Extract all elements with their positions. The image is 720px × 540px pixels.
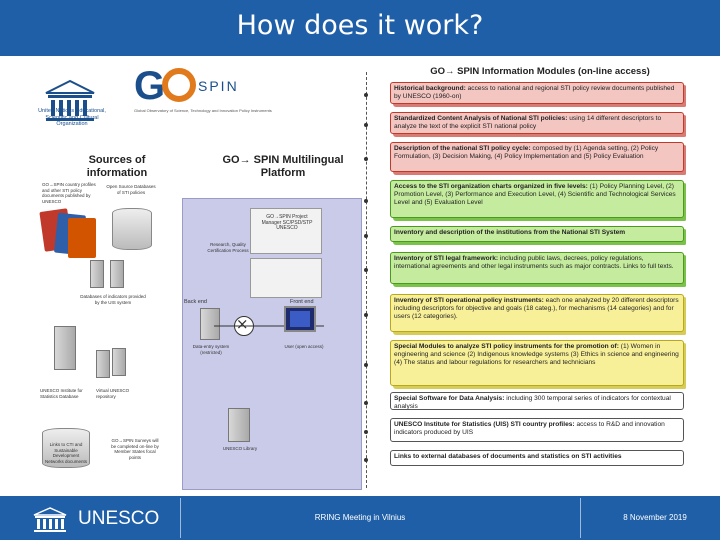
module-title: Description of the national STI policy c… xyxy=(394,145,531,152)
module-box: UNESCO Institute for Statistics (UIS) ST… xyxy=(390,418,684,442)
connector-dot xyxy=(364,458,368,462)
server-icon xyxy=(112,348,126,376)
footer-bar xyxy=(0,496,720,540)
server-icon xyxy=(90,260,104,288)
module-title: Inventory of STI legal framework: xyxy=(394,255,499,262)
project-manager-box: GO→SPIN Project Manager SC/PSD/STP UNESC… xyxy=(250,208,322,254)
module-text: composed by (1) Agenda setting, (2) Poli… xyxy=(394,145,659,160)
connector-dot xyxy=(364,401,368,405)
gospin-subtitle: Global Observatory of Science, Technolog… xyxy=(134,108,272,113)
server-icon xyxy=(110,260,124,288)
monitor-screen xyxy=(290,311,310,327)
module-text: including public laws, decrees, policy r… xyxy=(394,255,674,270)
unesco-footer-logo xyxy=(33,507,67,532)
process-label: Research, Quality Certification Process xyxy=(207,242,249,253)
slide-title: How does it work? xyxy=(236,10,484,41)
repository-label: Virtual UNESCO repository xyxy=(96,388,130,399)
server-icon xyxy=(96,350,110,378)
platform-box xyxy=(182,198,362,490)
module-text: using 14 different descriptors to analyz… xyxy=(394,115,662,130)
module-text: access to national and regional STI poli… xyxy=(394,85,675,100)
module-text: (1) Policy Planning Level, (2) Promotion… xyxy=(394,183,676,206)
connector-dot xyxy=(364,268,368,272)
title-bar xyxy=(0,0,720,56)
module-box: Special Software for Data Analysis: incl… xyxy=(390,392,684,410)
user-label: User (open access) xyxy=(284,344,324,349)
hierarchy-box xyxy=(250,258,322,298)
gospin-logo-o xyxy=(162,68,196,102)
uis-server-icon xyxy=(54,326,76,370)
footer-brand: UNESCO xyxy=(78,508,160,529)
connector-dot xyxy=(364,199,368,203)
manager-label: GO→SPIN Project Manager SC/PSD/STP UNESC… xyxy=(261,214,313,231)
module-box: Links to external databases of documents… xyxy=(390,450,684,466)
links-label: Links to CTI and Sustainable Development… xyxy=(44,442,88,464)
module-text: including 300 temporal series of indicat… xyxy=(394,395,671,410)
module-box: Access to the STI organization charts or… xyxy=(390,180,684,218)
module-title: Special Modules to analyze STI policy in… xyxy=(394,343,619,350)
backend-server-icon xyxy=(200,308,220,340)
modules-panel: GO→ SPIN Information Modules (on-line ac… xyxy=(364,58,684,496)
footer-date: 8 November 2019 xyxy=(623,513,687,522)
platform-title: GO→ SPIN Multilingual Platform xyxy=(222,154,344,179)
module-title: Special Software for Data Analysis: xyxy=(394,395,505,402)
books-label: GO→SPIN country profiles and other STI p… xyxy=(42,182,96,204)
unesco-logo-text: United Nations Educational, Scientific a… xyxy=(38,108,106,127)
footer-divider xyxy=(580,498,581,538)
connector-dot xyxy=(364,93,368,97)
module-box: Description of the national STI policy c… xyxy=(390,142,684,172)
module-box: Inventory of STI legal framework: includ… xyxy=(390,252,684,284)
database-icon xyxy=(112,208,152,250)
gospin-logo-spin: SPIN xyxy=(198,78,239,94)
surveys-label: GO→SPIN Surveys will be completed on-lin… xyxy=(111,438,159,460)
module-title: Access to the STI organization charts or… xyxy=(394,183,588,190)
module-box: Inventory and description of the institu… xyxy=(390,226,684,242)
connector-dot xyxy=(364,123,368,127)
backend-label: Back end xyxy=(184,299,207,305)
gospin-logo: G SPIN Global Observatory of Science, Te… xyxy=(134,64,272,118)
dataentry-label: Data-entry system (restricted) xyxy=(192,344,230,355)
sources-title: Sources of information xyxy=(86,154,148,179)
db-indicators-label: Databases of indicators provided by the … xyxy=(80,294,146,305)
connector-dot xyxy=(364,313,368,317)
architecture-diagram: United Nations Educational, Scientific a… xyxy=(38,58,686,496)
connector-dot xyxy=(364,157,368,161)
module-title: UNESCO Institute for Statistics (UIS) ST… xyxy=(394,421,575,428)
module-box: Historical background: access to nationa… xyxy=(390,82,684,104)
module-title: Historical background: xyxy=(394,85,466,92)
module-title: Inventory of STI operational policy inst… xyxy=(394,297,544,304)
module-title: Links to external databases of documents… xyxy=(394,453,622,460)
connector-dot xyxy=(364,363,368,367)
frontend-label: Front end xyxy=(290,299,314,305)
connector-dot xyxy=(364,430,368,434)
library-label: UNESCO Library xyxy=(222,446,258,451)
module-text: (1) Women in engineering and science (2)… xyxy=(394,343,679,366)
user-monitor-icon xyxy=(284,306,316,332)
module-text: access to R&D and innovation indicators … xyxy=(394,421,665,436)
gospin-logo-g: G xyxy=(134,64,166,108)
book-icon xyxy=(68,218,96,258)
module-box: Standardized Content Analysis of Nationa… xyxy=(390,112,684,134)
module-title: Standardized Content Analysis of Nationa… xyxy=(394,115,568,122)
modules-heading: GO→ SPIN Information Modules (on-line ac… xyxy=(430,66,650,77)
opensource-label: Open Source Databases of STI policies xyxy=(106,184,156,195)
module-box: Inventory of STI operational policy inst… xyxy=(390,294,684,332)
connector-dot xyxy=(364,234,368,238)
module-title: Inventory and description of the institu… xyxy=(394,229,626,236)
module-box: Special Modules to analyze STI policy in… xyxy=(390,340,684,386)
footer-meeting: RRING Meeting in Vilnius xyxy=(314,513,406,522)
module-text: each one analyzed by 20 different descri… xyxy=(394,297,679,320)
links-database-icon xyxy=(42,428,90,468)
footer-divider xyxy=(180,498,181,538)
uis-database-label: UNESCO Institute for Statistics Database xyxy=(40,388,83,399)
modules-connector xyxy=(366,72,367,488)
library-server-icon xyxy=(228,408,250,442)
unesco-temple-logo xyxy=(45,79,95,121)
